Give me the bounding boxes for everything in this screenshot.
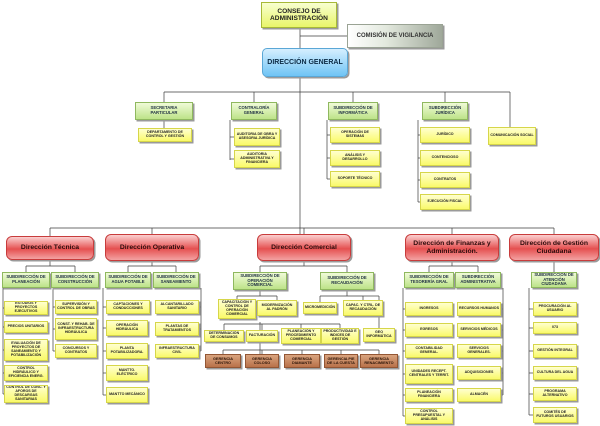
atencion-child: PROCURACIÓN AL USUARIO [533, 302, 577, 316]
agua-child: OPERACIÓN HIDRÁULICA [106, 320, 148, 336]
direccion-comercial-box: Dirección Comercial [257, 234, 351, 261]
recaudacion-child: MICROMEDICIÓN [303, 302, 337, 314]
agua-child: PLANTA POTABILIZADORA. [106, 343, 148, 359]
subdireccion-juridica-box: SUBDIRECCIÓN JURÍDICA [422, 102, 468, 120]
juridica-child: CONTENCIOSO [420, 150, 470, 166]
atencion-child: CULTURA DEL AGUA [533, 366, 577, 380]
tesoreria-child: EGRESOS [405, 323, 453, 337]
informatica-child: SOPORTE TÉCNICO [330, 171, 380, 187]
administrativa-child: SERVICIOS MÉDICOS [457, 323, 501, 337]
direccion-tecnica-box: Dirección Técnica [6, 236, 94, 260]
administrativa-child: RECURSOS HUMANOS [457, 302, 501, 316]
operacion-comercial-child: MODERNIZACIÓN AL PADRÓN [257, 300, 297, 316]
juridica-child: JURÍDICO [420, 127, 470, 143]
planeacion-child: ESTUDIOS Y PROYECTOS EJECUTIVOS [4, 301, 48, 315]
planeacion-child: CONTROL HIDRÁULICO Y EFICIENCIA ENERG. [4, 365, 48, 381]
construccion-child: SUPERVISIÓN Y CONTROL DE OBRAS [55, 300, 97, 314]
tesoreria-child: UNIDADES RECEPT. CENTRALES Y TERRIT. [405, 364, 453, 384]
saneamiento-child: INFRAESTRUCTURA CIVIL [155, 344, 199, 358]
comunicacion-social-box: COMUNICACIÓN SOCIAL [488, 127, 536, 145]
gerencia-box: GERENCIA COLOSO [245, 354, 279, 368]
tesoreria-child: CONTROL PRESUPUESTAL Y ANÁLISIS [405, 408, 453, 424]
operacion-comercial-child: PLANEACIÓN Y PROCEDIMIENTO COMERCIAL [281, 328, 321, 344]
subdireccion-informatica-box: SUBDIRECCIÓN DE INFORMÁTICA [328, 102, 378, 120]
planeacion-child: EVALUACIÓN DE PROYECTOS DE SANEAMIENTO Y… [4, 339, 48, 361]
subdireccion-recaudacion-box: SUBDIRECCIÓN DE RECAUDACIÓN [320, 272, 374, 290]
administrativa-child: ADQUISICIONES [457, 366, 501, 380]
informatica-child: OPERACIÓN DE SISTEMAS [330, 127, 380, 143]
direccion-general-box: DIRECCIÓN GENERAL [262, 48, 348, 77]
atencion-child: PROGRAMA ALTERNATIVO [533, 387, 577, 401]
administrativa-child: SERVICIOS GENERALES. [457, 344, 501, 358]
subdireccion-administrativa-box: SUBDIRECCIÓN ADMINISTRATIVA [455, 272, 501, 288]
agua-child: CAPTACIONES Y CONDUCCIONES [106, 300, 150, 314]
operacion-comercial-child: DETERMINACIÓN DE CONSUMOS [204, 330, 244, 342]
operacion-comercial-child: FACTURACIÓN [246, 330, 278, 342]
recaudacion-child: CAPAC. Y CTRL. DE RECAUDACIÓN [343, 300, 383, 316]
subdireccion-saneamiento-box: SUBDIRECCIÓN DE SANEAMIENTO [153, 272, 199, 288]
secretaria-child: DEPARTAMENTO DE CONTROL Y GESTIÓN [138, 128, 192, 142]
atencion-child: GESTIÓN INTEGRAL [533, 344, 577, 358]
saneamiento-child: PLANTAS DE TRATAMIENTOS [155, 322, 199, 336]
comision-de-vigilancia-box: COMISIÓN DE VIGILANCIA [347, 24, 443, 48]
subdireccion-construccion-box: SUBDIRECCIÓN DE CONSTRUCCIÓN [51, 272, 99, 288]
tesoreria-child: INGRESOS [405, 302, 453, 316]
secretaria-particular-box: SECRETARIA PARTICULAR [135, 102, 193, 120]
recaudacion-child: GEO INFORMÁTICA [363, 328, 395, 342]
construccion-child: CONCURSOS Y CONTRATOS [55, 344, 97, 358]
atencion-child: 073 [533, 322, 577, 334]
tesoreria-child: CONTABILIDAD GENERAL. [405, 344, 453, 358]
juridica-child: CONTRATOS [420, 172, 470, 188]
planeacion-child: PRECIOS UNITARIOS [4, 321, 48, 333]
operacion-comercial-child: CAPACITACIÓN Y CONTROL DE OPERACIÓN COME… [218, 299, 256, 319]
contraloria-general-box: CONTRALORÍA GENERAL [231, 102, 277, 120]
direccion-gestion-box: Dirección de Gestión Ciudadana [509, 234, 599, 261]
informatica-child: ANÁLISIS Y DESARROLLO [330, 150, 380, 166]
direccion-finanzas-box: Dirección de Finanzas y Administración. [405, 234, 499, 261]
construccion-child: CONST. Y REHAB. DE INFRAESTRUCTURA HIDRÁ… [55, 318, 97, 340]
gerencia-box: GERENCIA RENACIMIENTO [360, 354, 398, 368]
planeacion-child: CONTROL DE CONC. Y AFOROS DE DESCARGAS S… [4, 385, 48, 403]
contraloria-child: AUDITORIA ADMINISTRATIVA Y FINANCIERA [234, 150, 280, 168]
subdireccion-atencion-ciudadana-box: SUBDIRECCIÓN DE ATENCIÓN CIUDADANA [531, 272, 577, 288]
subdireccion-planeacion-box: SUBDIRECCIÓN DE PLANEACIÓN [2, 272, 50, 288]
tesoreria-child: PLANEACIÓN FINANCIERA [405, 388, 453, 402]
gerencia-box: GERENCIA CENTRO [205, 354, 241, 368]
atencion-child: COMITÉS DE FUTUROS USUARIOS [533, 407, 577, 423]
administrativa-child: ALMACÉN [457, 388, 501, 402]
subdireccion-operacion-comercial-box: SUBDIRECCIÓN DE OPERACIÓN COMERCIAL [233, 272, 287, 290]
agua-child: MANTTO. ELÉCTRICO [106, 365, 148, 381]
consejo-de-administracion-box: CONSEJO DE ADMINISTRACIÓN [261, 2, 337, 28]
gerencia-box: GERENCIA DIAMANTE [284, 354, 320, 368]
direccion-operativa-box: Dirección Operativa [105, 234, 199, 261]
gerencia-box: GERENCIA PIE DE LA CUESTA [324, 354, 358, 368]
agua-child: MANTTO MECÁNICO [106, 387, 148, 403]
subdireccion-agua-potable-box: SUBDIRECCIÓN DE AGUA POTABLE [105, 272, 151, 288]
subdireccion-tesoreria-box: SUBDIRECCIÓN DE TESORERÍA GRAL [404, 272, 454, 288]
operacion-comercial-child: PRODUCTIVIDAD E INDICES DE GESTIÓN [321, 328, 359, 344]
contraloria-child: AUDITORIA DE OBRA Y ASESORIA JURÍDICA [234, 128, 280, 146]
saneamiento-child: ALCANTARILLADO SANITARIO [155, 300, 199, 314]
juridica-child: EJECUCIÓN FISCAL [420, 194, 470, 210]
